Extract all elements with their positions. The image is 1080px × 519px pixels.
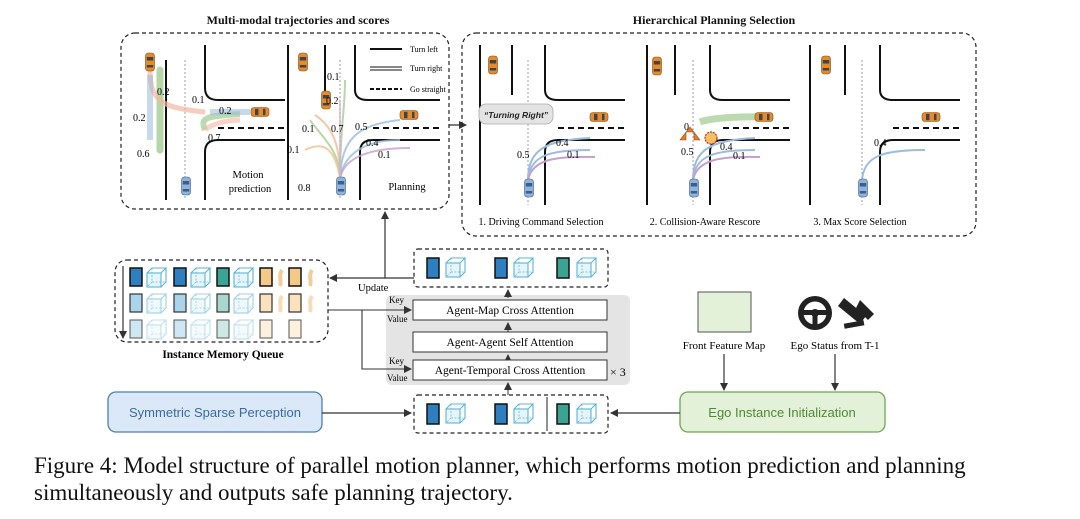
front-feature-map: [697, 291, 752, 333]
agent-agent-attention-box: [412, 331, 608, 353]
scene-driving-command: [478, 45, 625, 205]
up-arrow-icon: [679, 126, 701, 141]
output-queries: [426, 257, 597, 279]
caption-line-1: Figure 4: Model structure of parallel mo…: [34, 453, 966, 478]
input-queries: [426, 403, 597, 425]
scene2-score: 0.1: [733, 151, 746, 162]
motion-score: 0.7: [208, 133, 221, 144]
turning-right-text: “Turning Right”: [484, 110, 549, 120]
motion-score: 0.2: [157, 87, 170, 98]
repeat-label: × 3: [610, 365, 626, 379]
input-query-box: [413, 394, 609, 434]
agent-temporal-attention-box: [412, 359, 608, 381]
agent-map-attention-box: [412, 299, 608, 321]
motion-score: 0.2: [219, 106, 232, 117]
output-query-box: [413, 248, 609, 288]
motion-scene: [145, 45, 285, 200]
planning-score: 0.4: [366, 138, 379, 149]
scene2-score: 0.4: [720, 142, 733, 153]
planning-label: Planning: [388, 182, 426, 193]
perception-box: [107, 391, 323, 433]
memory-row-2: [129, 293, 314, 314]
legend-label: Turn right: [410, 64, 443, 73]
ego-init-label: Ego Instance Initialization: [708, 405, 855, 420]
left-panel-frame: [120, 32, 450, 210]
key-label-temporal: Key: [389, 356, 404, 366]
scene2-score: 0.5: [681, 147, 694, 158]
ego-status-label: Ego Status from T-1: [791, 340, 880, 352]
pedal-icon: [838, 298, 874, 329]
scene2-score: 0: [684, 122, 689, 133]
memory-queue-title: Instance Memory Queue: [162, 349, 283, 361]
motion-score: 0.2: [133, 113, 146, 124]
collision-icon: [704, 131, 718, 145]
motion-score: 0.1: [192, 95, 205, 106]
memory-row-3: [129, 319, 302, 340]
planning-score: 0.1: [378, 150, 391, 161]
agent-agent-attention-label: Agent-Agent Self Attention: [446, 337, 573, 349]
motion-label: Motion: [233, 170, 265, 181]
agent-temporal-attention-label: Agent-Temporal Cross Attention: [435, 365, 586, 377]
scene3-caption: 3. Max Score Selection: [813, 217, 906, 228]
ego-init-box: [679, 391, 886, 433]
scene1-score: 0.1: [567, 150, 580, 161]
planning-score: 0.5: [355, 122, 368, 133]
scene1-caption: 1. Driving Command Selection: [479, 217, 604, 228]
trajectory-legend: [370, 48, 402, 90]
planning-scene: [287, 45, 440, 200]
front-feature-label: Front Feature Map: [683, 340, 766, 352]
update-label: Update: [358, 283, 389, 294]
memory-row-1: [129, 267, 314, 288]
motion-label: prediction: [229, 184, 272, 195]
scene1-score: 0.4: [556, 138, 569, 149]
value-label-map: Value: [387, 314, 408, 324]
memory-to-temporal-connector: [328, 309, 412, 373]
motion-score: 0.6: [137, 149, 150, 160]
legend-label: Go straight: [410, 85, 447, 94]
turning-right-bubble: [478, 103, 554, 125]
scene3-score: 0.4: [874, 138, 887, 149]
planning-score: 0.7: [331, 124, 344, 135]
caption-line-2: simultaneously and outputs safe planning…: [34, 480, 513, 505]
scene2-caption: 2. Collision-Aware Rescore: [650, 217, 761, 228]
heading-multimodal: Multi-modal trajectories and scores: [207, 13, 390, 27]
scene-max-score: [809, 45, 960, 205]
legend-label: Turn left: [410, 45, 439, 54]
agent-map-attention-label: Agent-Map Cross Attention: [446, 305, 574, 317]
planning-score: 0.2: [326, 96, 339, 107]
planning-score: 0.1: [302, 124, 315, 135]
scene-collision-rescore: [646, 45, 790, 205]
right-panel-frame: [461, 32, 977, 237]
planning-score: 0.1: [287, 145, 300, 156]
steering-wheel-icon: [798, 296, 832, 330]
heading-hierarchical: Hierarchical Planning Selection: [633, 13, 796, 27]
scene1-score: 0.5: [517, 150, 530, 161]
memory-queue-frame: [114, 259, 329, 343]
planning-score: 0.8: [298, 183, 311, 194]
planning-score: 0.1: [327, 72, 340, 83]
perception-label: Symmetric Sparse Perception: [129, 405, 301, 420]
figure-caption: Figure 4: Model structure of parallel mo…: [34, 452, 1074, 506]
key-label-map: Key: [389, 295, 404, 305]
value-label-temporal: Value: [387, 373, 408, 383]
